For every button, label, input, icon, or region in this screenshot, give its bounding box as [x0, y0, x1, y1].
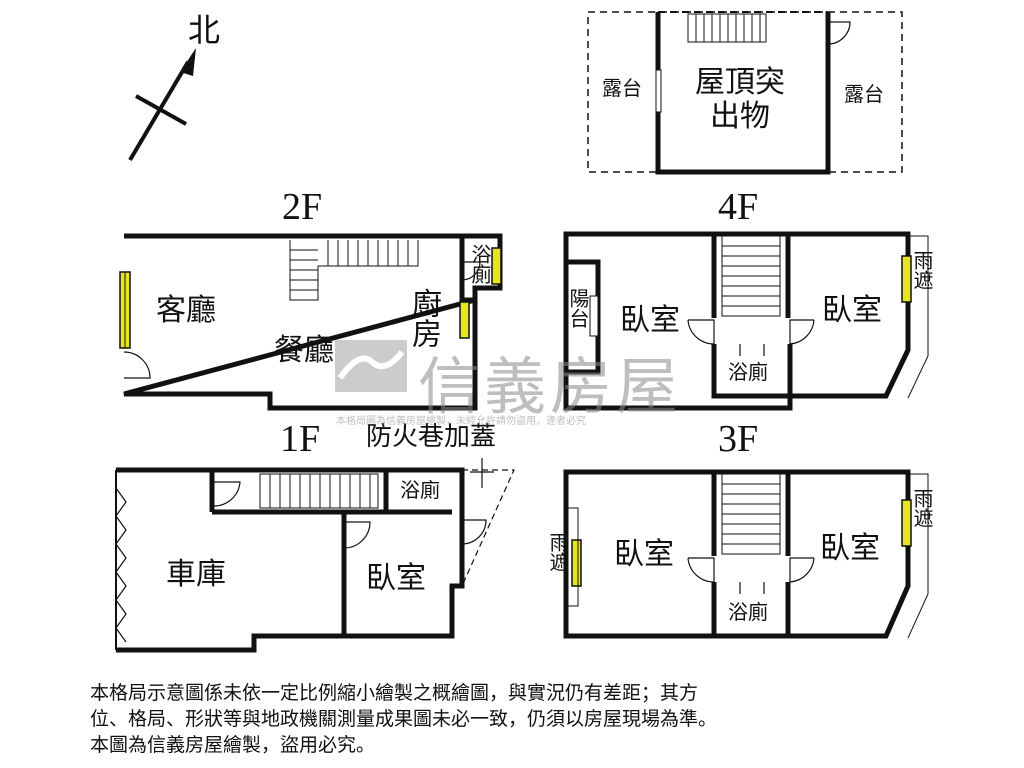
roof-terrace-left-label: 露台 [602, 76, 642, 100]
fire-lane-annex-label: 防火巷加蓋 [366, 422, 497, 452]
floor-3f-title: 3F [718, 418, 759, 460]
floor-4f-bath-label: 浴廁 [728, 360, 768, 384]
floor-4f-balcony-label: 陽台 [566, 288, 590, 328]
floor-3f-bedroom-right-label: 臥室 [820, 531, 880, 566]
dining-room-label: 餐廳 [274, 333, 334, 368]
north-label: 北 [188, 11, 221, 49]
roof-structure-label: 屋頂突出物 [695, 65, 785, 134]
living-room-label: 客廳 [156, 293, 216, 328]
disclaimer-footnote: 本格局示意圖係未依一定比例縮小繪製之概繪圖，與實況仍有差距；其方 位、格局、形狀… [90, 680, 990, 758]
watermark-notice: 本格局圖為信義房屋繪製，未經允許請勿盜用，違者必究 [336, 416, 586, 427]
floor-3f-plan [563, 469, 929, 639]
watermark-logo [335, 340, 407, 392]
floor-4f-plan [563, 231, 929, 411]
floor-2f-bath-label: 浴廁 [468, 244, 492, 284]
floor-1f-plan [115, 458, 515, 653]
roof-terrace-right-label: 露台 [844, 82, 884, 106]
floor-1f-bedroom-label: 臥室 [366, 561, 426, 596]
floor-1f-bath-label: 浴廁 [400, 478, 440, 502]
disclaimer-line-3: 本圖為信義房屋繪製，盜用必究。 [90, 734, 376, 756]
floor-4f-bedroom-right-label: 臥室 [822, 293, 882, 328]
garage-label: 車庫 [166, 557, 226, 592]
floor-4f-canopy-label: 雨遮 [910, 250, 934, 290]
roof-plan [587, 11, 903, 175]
floor-3f-bath-label: 浴廁 [728, 600, 768, 624]
floor-3f-canopy-left-label: 雨遮 [546, 532, 570, 572]
floor-4f-title: 4F [718, 186, 759, 228]
floor-2f-title: 2F [282, 186, 323, 228]
floor-1f-title: 1F [280, 418, 321, 460]
disclaimer-line-1: 本格局示意圖係未依一定比例縮小繪製之概繪圖，與實況仍有差距；其方 [90, 682, 699, 704]
floor-3f-bedroom-left-label: 臥室 [614, 537, 674, 572]
north-arrow [128, 48, 196, 162]
kitchen-label: 廚房 [406, 288, 441, 348]
disclaimer-line-2: 位、格局、形狀等與地政機關測量成果圖未必一致，仍須以房屋現場為準。 [90, 708, 718, 730]
watermark-brand: 信義房屋 [418, 350, 683, 423]
floor-2f-plan [119, 233, 503, 411]
floor-3f-canopy-right-label: 雨遮 [910, 488, 934, 528]
floor-4f-bedroom-left-label: 臥室 [620, 303, 680, 338]
